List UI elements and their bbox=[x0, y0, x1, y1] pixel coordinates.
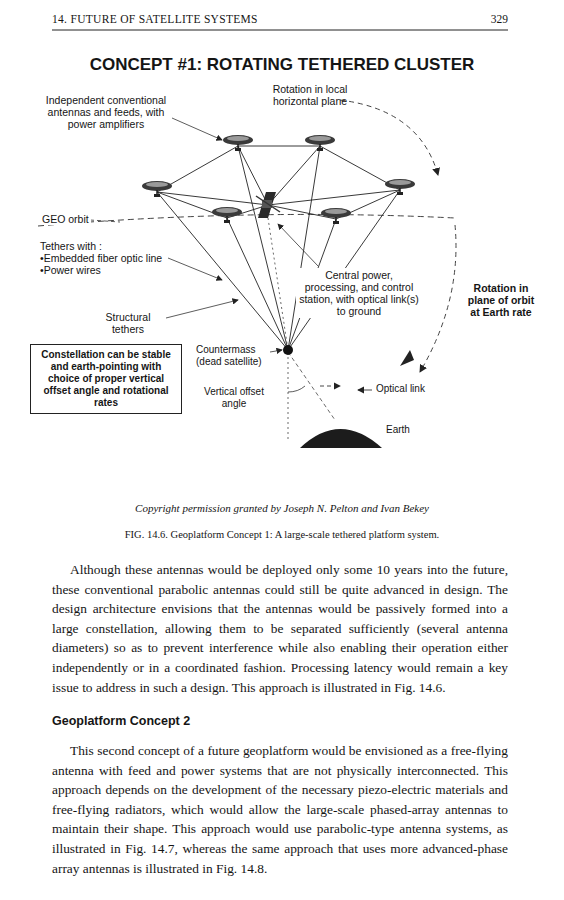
antenna bbox=[321, 208, 351, 224]
optical-arrow bbox=[320, 386, 340, 387]
tethers bbox=[157, 146, 400, 350]
callout-text: Countermass (dead satellite) bbox=[196, 344, 268, 368]
offset-angle-arc bbox=[288, 386, 305, 392]
body-paragraph: This second concept of a future geoplatf… bbox=[52, 741, 508, 878]
callout-text: Rotation in plane of orbit at Earth rate bbox=[462, 282, 540, 318]
callout-text: Earth bbox=[386, 424, 410, 435]
callout-text: Structural tethers bbox=[92, 311, 164, 335]
countermass bbox=[283, 345, 293, 355]
earth-dome bbox=[300, 429, 382, 448]
note-text: Constellation can be stable and earth-po… bbox=[36, 349, 176, 409]
antenna bbox=[385, 179, 415, 195]
figure-title: CONCEPT #1: ROTATING TETHERED CLUSTER bbox=[30, 55, 534, 75]
section-heading: Geoplatform Concept 2 bbox=[52, 714, 190, 728]
antenna bbox=[142, 181, 172, 197]
geo-orbit bbox=[38, 214, 455, 226]
body-paragraph: Although these antennas would be deploye… bbox=[52, 560, 508, 697]
callout-text: Independent conventional antennas and fe… bbox=[42, 94, 170, 130]
callout-text: Central power, processing, and control s… bbox=[296, 268, 422, 318]
antenna bbox=[212, 207, 242, 223]
callout-text: GEO orbit bbox=[40, 213, 91, 225]
note-box: Constellation can be stable and earth-po… bbox=[30, 344, 182, 414]
figure-caption: FIG. 14.6. Geoplatform Concept 1: A larg… bbox=[30, 529, 534, 540]
leader-lines bbox=[90, 118, 318, 352]
optical-arrow bbox=[358, 390, 372, 391]
station-link bbox=[268, 218, 288, 350]
rotation-arc bbox=[340, 100, 438, 175]
credit-line: Copyright permission granted by Joseph N… bbox=[30, 502, 534, 514]
callout-text: Tethers with : bbox=[40, 240, 102, 252]
orbit-rotation-arc bbox=[420, 225, 456, 372]
antenna bbox=[305, 135, 335, 151]
callout-text: •Power wires bbox=[40, 264, 101, 276]
callout-text: Optical link bbox=[376, 383, 425, 394]
callout-text: •Embedded fiber optic line bbox=[40, 252, 162, 264]
vertical-line bbox=[288, 352, 289, 440]
callout-text: Rotation in local horizontal plane bbox=[262, 83, 358, 107]
running-head: 14. FUTURE OF SATELLITE SYSTEMS bbox=[52, 13, 258, 25]
central-station bbox=[256, 192, 280, 218]
antenna bbox=[223, 135, 253, 151]
page-number: 329 bbox=[480, 13, 508, 25]
arrow-head bbox=[400, 350, 414, 366]
callout-text: Vertical offset angle bbox=[196, 386, 272, 410]
header-rule bbox=[52, 30, 508, 31]
